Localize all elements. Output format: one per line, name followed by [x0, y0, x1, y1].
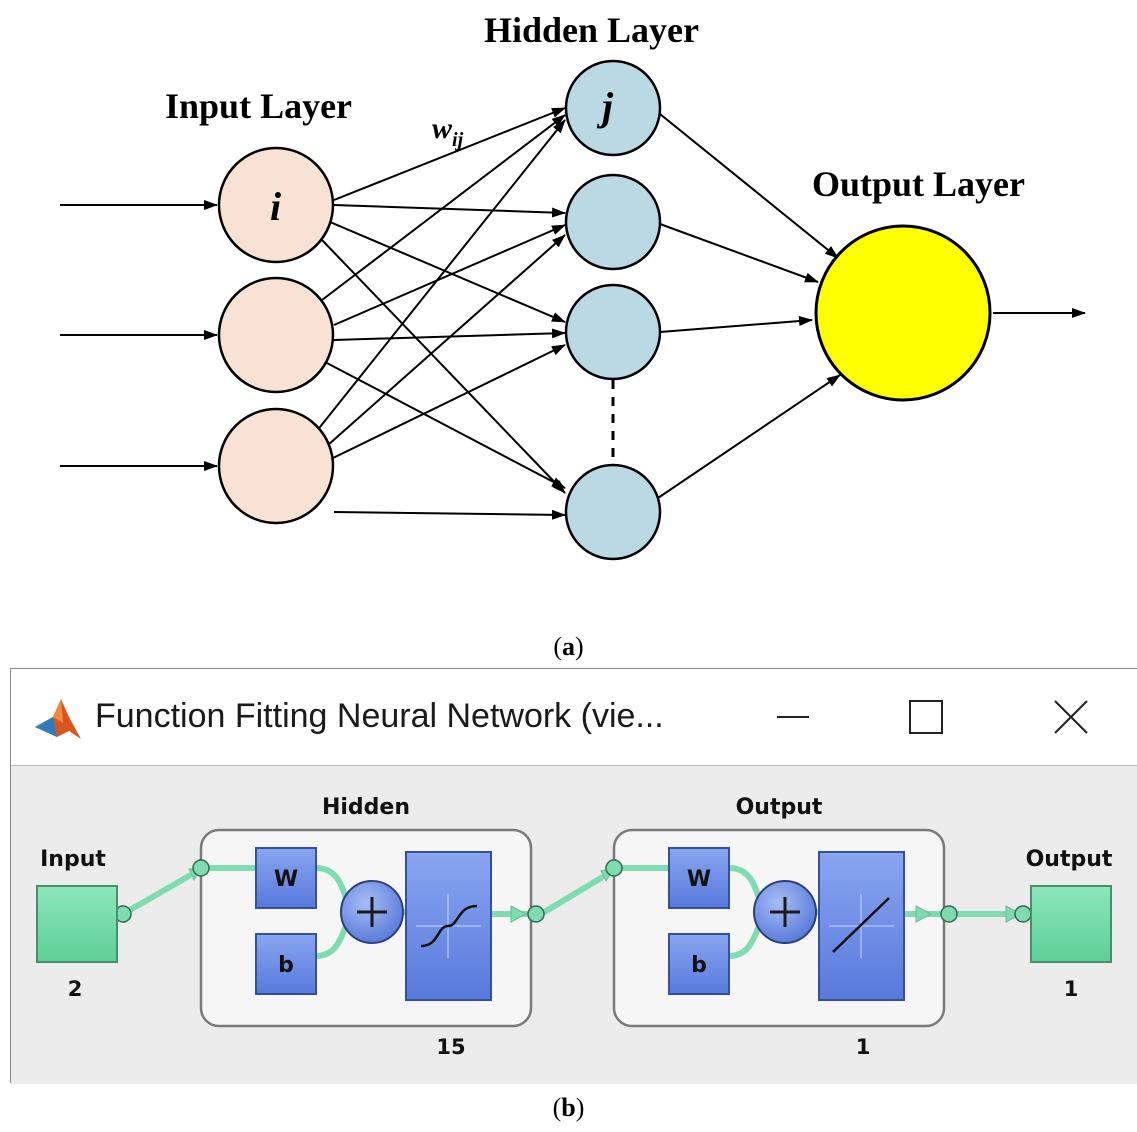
output-bias-label: b	[691, 953, 707, 978]
hidden-layer-label: Hidden Layer	[484, 10, 699, 50]
wire-arrowheads	[188, 867, 1023, 923]
hidden-size: 15	[436, 1035, 465, 1059]
input-layer-label: Input Layer	[165, 86, 352, 126]
hidden-node	[564, 173, 662, 271]
matlab-icon	[35, 699, 81, 739]
purelin-line-icon	[832, 897, 890, 953]
close-icon	[1054, 700, 1088, 734]
output-weight-block	[668, 847, 730, 909]
input-size: 2	[68, 977, 83, 1001]
caption-b-close: )	[575, 1093, 585, 1122]
minimize-icon	[777, 716, 809, 718]
caption-a-open: (	[553, 632, 562, 661]
input-node	[217, 146, 335, 264]
title-bar[interactable]: Function Fitting Neural Network (vie...	[11, 669, 1137, 765]
hidden-bias-label: b	[278, 953, 294, 978]
output-layer-title: Output	[736, 795, 823, 820]
caption-a: (a)	[0, 632, 1137, 662]
weight-connections	[315, 107, 841, 520]
hidden-bias-block	[255, 933, 317, 995]
hidden-title: Hidden	[322, 795, 410, 820]
hidden-node	[564, 463, 662, 561]
window-title: Function Fitting Neural Network (vie...	[95, 697, 664, 735]
input-node	[217, 276, 335, 394]
hidden-node	[564, 283, 662, 381]
connection-wires	[120, 865, 1022, 959]
output-bias-block	[668, 933, 730, 995]
output-weight-label: W	[687, 867, 711, 892]
caption-b-letter: b	[561, 1093, 576, 1122]
hidden-node	[564, 59, 662, 157]
close-button[interactable]	[1041, 693, 1101, 741]
caption-b: (b)	[0, 1093, 1137, 1123]
output-layer-size: 1	[856, 1035, 871, 1059]
weight-label: wij	[432, 112, 464, 151]
maximize-icon	[909, 700, 943, 734]
nn-view-window: Function Fitting Neural Network (vie...	[10, 668, 1137, 1084]
tansig-curve-icon	[420, 904, 478, 948]
neural-network-diagram: Input Layer Hidden Layer Output Layer i …	[60, 10, 1086, 561]
output-layer-label: Output Layer	[812, 164, 1025, 204]
caption-b-open: (	[552, 1093, 562, 1122]
caption-a-letter: a	[562, 632, 575, 661]
maximize-button[interactable]	[896, 693, 956, 741]
input-node	[217, 407, 335, 525]
connector-dots	[114, 859, 1032, 923]
input-label: Input	[40, 847, 106, 872]
output-size: 1	[1064, 977, 1079, 1001]
output-label: Output	[1026, 847, 1113, 872]
weight-label-main: w	[432, 112, 453, 145]
caption-a-close: )	[575, 632, 584, 661]
hidden-weight-block	[255, 847, 317, 909]
minimize-button[interactable]	[763, 693, 823, 741]
output-node	[814, 224, 992, 402]
input-node-label: i	[270, 184, 281, 229]
output-block	[1030, 885, 1112, 963]
network-view: Hidden Output Input Output 2 1 15 1 W b …	[11, 765, 1137, 1084]
hidden-weight-label: W	[274, 867, 298, 892]
network-diagram: Hidden Output Input Output 2 1 15 1 W b …	[36, 795, 1113, 1059]
weight-label-sub: ij	[452, 129, 464, 151]
input-block	[36, 885, 118, 963]
